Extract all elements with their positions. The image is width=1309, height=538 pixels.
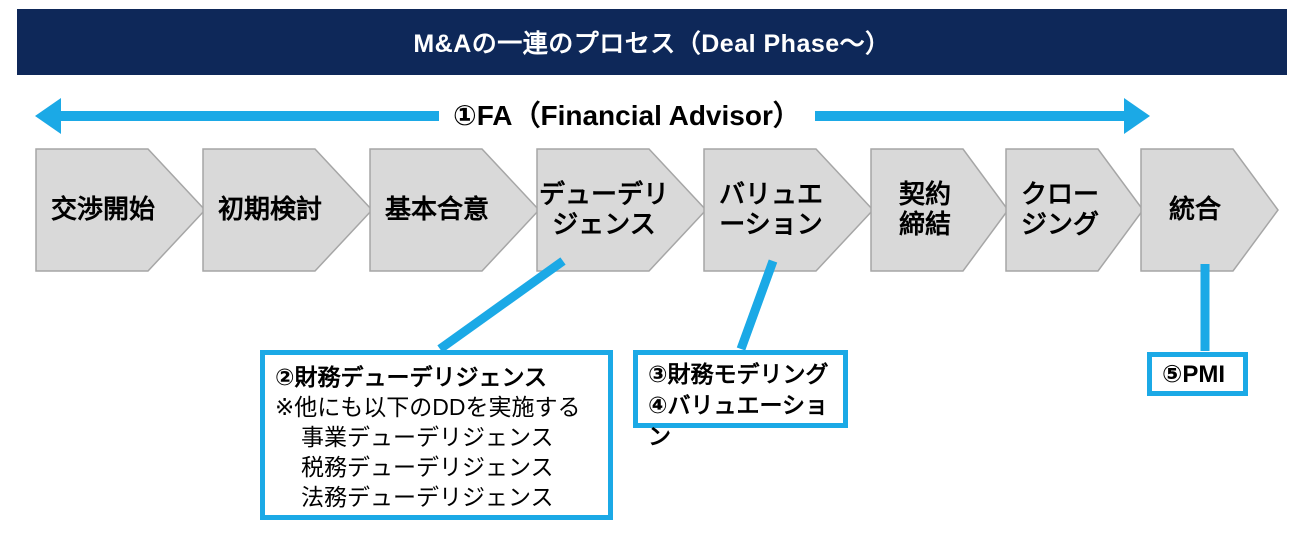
callout-dd-title: ②財務デューデリジェンス [275, 364, 548, 390]
callout-dd-item-business: 事業デューデリジェンス [301, 424, 554, 450]
phase-chevron-initial-review: 初期検討 [202, 148, 374, 272]
fa-arrow-label: ①FA（Financial Advisor） [453, 100, 801, 131]
callout-financial-dd: ②財務デューデリジェンス ※他にも以下のDDを実施する 事業デューデリジェンス … [260, 350, 613, 520]
chevron-shape-icon [536, 148, 708, 272]
callout-dd-item-tax: 税務デューデリジェンス [301, 454, 554, 480]
arrow-bar-left [61, 111, 439, 121]
chevron-shape-icon [1140, 148, 1279, 272]
phase-chevron-closing: クロー ジング [1005, 148, 1145, 272]
callout-modeling-valuation: ③財務モデリング ④バリュエーション [633, 350, 848, 449]
process-phase-row: 交渉開始 初期検討 基本合意 デューデリ ジェンス バリュエ ーション 契約 締… [35, 148, 1279, 272]
chevron-shape-icon [1005, 148, 1144, 272]
phase-chevron-due-diligence: デューデリ ジェンス [536, 148, 708, 272]
phase-label: 契約 締結 [898, 179, 951, 239]
phase-label: 統合 [1168, 194, 1221, 225]
arrow-bar-right [814, 111, 1124, 121]
chevron-shape-icon [870, 148, 1009, 272]
arrow-left-icon [35, 98, 61, 134]
connector-valuation-line [736, 259, 778, 351]
chevron-shape-icon [35, 148, 207, 272]
phase-label: 交渉開始 [50, 194, 155, 225]
phase-chevron-basic-agreement: 基本合意 [369, 148, 541, 272]
chevron-shape-icon [202, 148, 374, 272]
callout-val-line2: ④バリュエーション [648, 392, 829, 449]
callout-pmi-label: ⑤PMI [1162, 360, 1225, 388]
page-title: M&Aの一連のプロセス（Deal Phase〜） [413, 30, 891, 58]
callout-dd-note: ※他にも以下のDDを実施する [275, 394, 581, 420]
phase-label: 基本合意 [384, 194, 489, 225]
phase-chevron-valuation: バリュエ ーション [703, 148, 875, 272]
callout-dd-item-legal: 法務デューデリジェンス [301, 484, 554, 510]
chevron-shape-icon [703, 148, 875, 272]
phase-label: デューデリ ジェンス [538, 179, 669, 239]
connector-dd-line [437, 257, 566, 353]
phase-chevron-negotiation-start: 交渉開始 [35, 148, 207, 272]
phase-chevron-contract-signing: 契約 締結 [870, 148, 1010, 272]
phase-label: 初期検討 [217, 194, 322, 225]
fa-scope-arrow: ①FA（Financial Advisor） [35, 98, 1150, 134]
chevron-shape-icon [369, 148, 541, 272]
phase-label: バリュエ ーション [718, 179, 823, 239]
callout-pmi: ⑤PMI [1147, 352, 1248, 396]
callout-val-line1: ③財務モデリング [648, 361, 829, 387]
phase-label: クロー ジング [1020, 179, 1099, 239]
phase-chevron-integration: 統合 [1140, 148, 1280, 272]
arrow-right-icon [1124, 98, 1150, 134]
title-banner: M&Aの一連のプロセス（Deal Phase〜） [17, 9, 1287, 75]
